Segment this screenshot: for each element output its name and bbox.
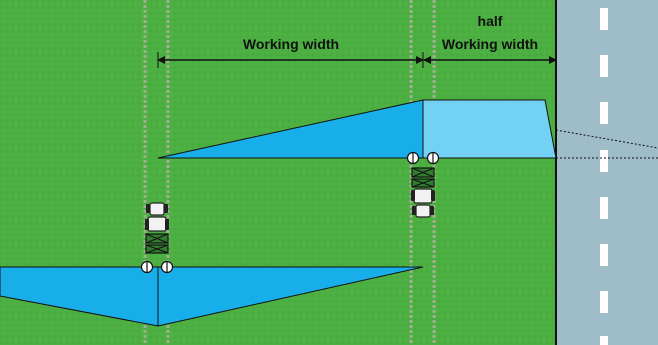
- road-markings: [600, 8, 608, 345]
- spinning-disc-icon: [406, 151, 440, 165]
- working-width-label: Working width: [243, 36, 339, 52]
- tractor-with-spreader-1: [140, 202, 174, 274]
- spinning-disc-icon: [140, 260, 174, 274]
- tractor-icon: [411, 188, 435, 218]
- projection-lines: [555, 129, 658, 159]
- tractor-icon: [145, 202, 169, 232]
- tractor-with-spreader-2: [406, 151, 440, 218]
- spread-pattern-upper: [157, 99, 557, 159]
- spread-pattern-lower: [0, 266, 424, 327]
- half-label: half: [478, 13, 503, 29]
- spreader-icon: [411, 167, 435, 188]
- half-working-width-label: Working width: [442, 36, 538, 52]
- spreader-icon: [145, 233, 169, 254]
